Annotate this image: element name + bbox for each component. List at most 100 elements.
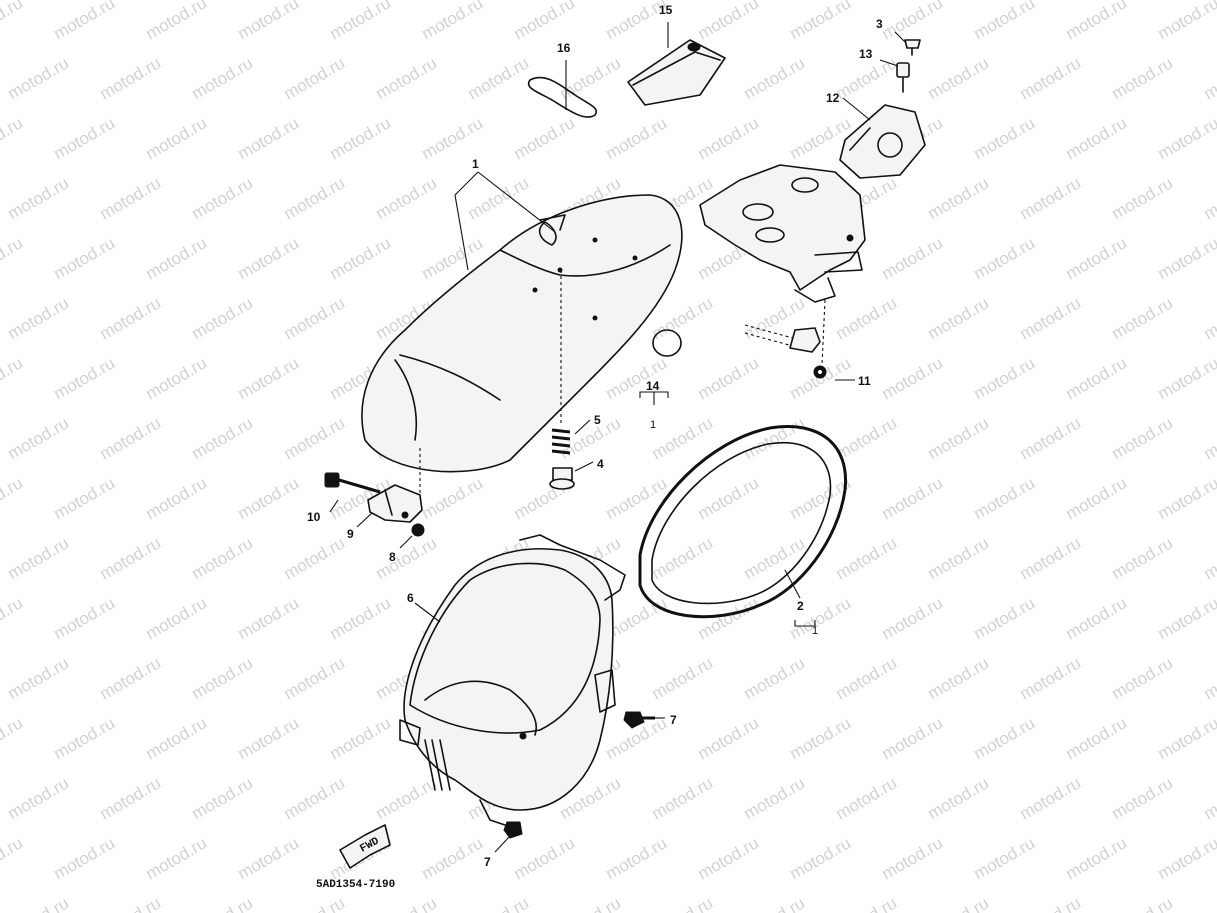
watermark-text: motod.ru <box>649 773 717 823</box>
watermark-text: motod.ru <box>1201 413 1217 463</box>
watermark-text: motod.ru <box>1109 53 1177 103</box>
callout-9: 9 <box>347 527 354 541</box>
watermark-text: motod.ru <box>557 53 625 103</box>
latch-part[interactable] <box>789 327 821 353</box>
callout-2: 2 <box>797 599 804 613</box>
watermark-text: motod.ru <box>1201 533 1217 583</box>
watermark-text: motod.ru <box>649 533 717 583</box>
watermark-text: motod.ru <box>143 593 211 643</box>
watermark-text: motod.ru <box>1017 533 1085 583</box>
spring-5-part[interactable] <box>551 428 571 455</box>
watermark-text: motod.ru <box>235 593 303 643</box>
watermark-text: motod.ru <box>1017 53 1085 103</box>
helmet-box-part[interactable] <box>399 534 626 826</box>
callout-5: 5 <box>594 413 601 427</box>
watermark-text: motod.ru <box>465 53 533 103</box>
watermark-text: motod.ru <box>603 833 671 883</box>
watermark-text: motod.ru <box>0 713 26 763</box>
watermark-text: motod.ru <box>1063 233 1131 283</box>
watermark-text: motod.ru <box>373 173 441 223</box>
nut-11-part[interactable] <box>813 365 827 379</box>
watermark-text: motod.ru <box>1063 473 1131 523</box>
watermark-text: motod.ru <box>189 773 257 823</box>
watermark-text: motod.ru <box>235 0 303 43</box>
watermark-text: motod.ru <box>741 413 809 463</box>
watermark-text: motod.ru <box>51 713 119 763</box>
nut-8-part[interactable] <box>411 523 425 537</box>
band-16-part[interactable] <box>527 76 597 118</box>
bolt-10-part[interactable] <box>324 472 381 494</box>
watermark-text: motod.ru <box>0 833 26 883</box>
watermark-text: motod.ru <box>189 293 257 343</box>
watermark-text: motod.ru <box>281 293 349 343</box>
watermark-text: motod.ru <box>879 0 947 43</box>
callout-labels: 1 2 1 3 4 5 6 7 7 8 9 10 11 12 13 14 1 1… <box>307 3 883 869</box>
watermark-text: motod.ru <box>879 353 947 403</box>
watermark-text: motod.ru <box>511 113 579 163</box>
watermark-text: motod.ru <box>1155 0 1217 43</box>
watermark-text: motod.ru <box>695 713 763 763</box>
label-14-part[interactable] <box>652 329 682 357</box>
screw-3-part[interactable] <box>904 39 921 56</box>
seat-hinge-part[interactable] <box>367 484 423 523</box>
watermark-text: motod.ru <box>97 293 165 343</box>
callout-11: 11 <box>858 374 871 388</box>
watermark-text: motod.ru <box>695 593 763 643</box>
plate-12-part[interactable] <box>839 104 926 179</box>
watermark-text: motod.ru <box>695 473 763 523</box>
watermark-text: motod.ru <box>327 0 395 43</box>
watermark-text: motod.ru <box>1155 833 1217 883</box>
seat-part[interactable] <box>361 194 683 473</box>
watermark-text: motod.ru <box>649 893 717 913</box>
bracket-assembly-part[interactable] <box>699 164 866 303</box>
pouch-15-part[interactable] <box>627 39 726 106</box>
watermark-text: motod.ru <box>0 473 26 523</box>
watermark-text: motod.ru <box>1063 353 1131 403</box>
watermark-text: motod.ru <box>281 533 349 583</box>
bolt-7-upper-part[interactable] <box>623 711 655 729</box>
watermark-text: motod.ru <box>189 173 257 223</box>
callout-6: 6 <box>407 591 414 605</box>
watermark-text: motod.ru <box>235 233 303 283</box>
reference-code: 5AD1354-7190 <box>316 879 395 891</box>
watermark-text: motod.ru <box>971 593 1039 643</box>
watermark-text: motod.ru <box>695 113 763 163</box>
callout-3: 3 <box>876 17 883 31</box>
watermark-text: motod.ru <box>879 473 947 523</box>
watermark-text: motod.ru <box>327 593 395 643</box>
watermark-text: motod.ru <box>1063 713 1131 763</box>
watermark-text: motod.ru <box>0 593 26 643</box>
watermark-text: motod.ru <box>971 233 1039 283</box>
watermark-text: motod.ru <box>51 233 119 283</box>
watermark-text: motod.ru <box>603 473 671 523</box>
watermark-text: motod.ru <box>971 0 1039 43</box>
watermark-text: motod.ru <box>419 473 487 523</box>
watermark-text: motod.ru <box>281 773 349 823</box>
watermark-text: motod.ru <box>1109 173 1177 223</box>
watermark-text: motod.ru <box>557 893 625 913</box>
watermark-text: motod.ru <box>741 53 809 103</box>
watermark-text: motod.ru <box>833 533 901 583</box>
watermark-text: motod.ru <box>189 893 257 913</box>
watermark-text: motod.ru <box>419 833 487 883</box>
watermark-text: motod.ru <box>833 413 901 463</box>
callout-14: 14 <box>646 379 660 393</box>
seal-2-part[interactable] <box>638 425 848 619</box>
leader-lines <box>329 22 906 853</box>
screw-13-part[interactable] <box>896 62 910 93</box>
watermark-text: motod.ru <box>97 773 165 823</box>
watermark-text: motod.ru <box>189 533 257 583</box>
watermark-text: motod.ru <box>1063 833 1131 883</box>
watermark-text: motod.ru <box>925 653 993 703</box>
bolt-7-lower-part[interactable] <box>503 821 523 839</box>
watermark-text: motod.ru <box>1017 413 1085 463</box>
bumper-4-part[interactable] <box>549 467 575 490</box>
callout-2-sub: 1 <box>812 625 818 637</box>
watermark-text: motod.ru <box>925 293 993 343</box>
watermark-text: motod.ru <box>1109 773 1177 823</box>
watermark-text: motod.ru <box>1063 0 1131 43</box>
watermark-text: motod.ru <box>97 893 165 913</box>
watermark-text: motod.ru <box>879 833 947 883</box>
